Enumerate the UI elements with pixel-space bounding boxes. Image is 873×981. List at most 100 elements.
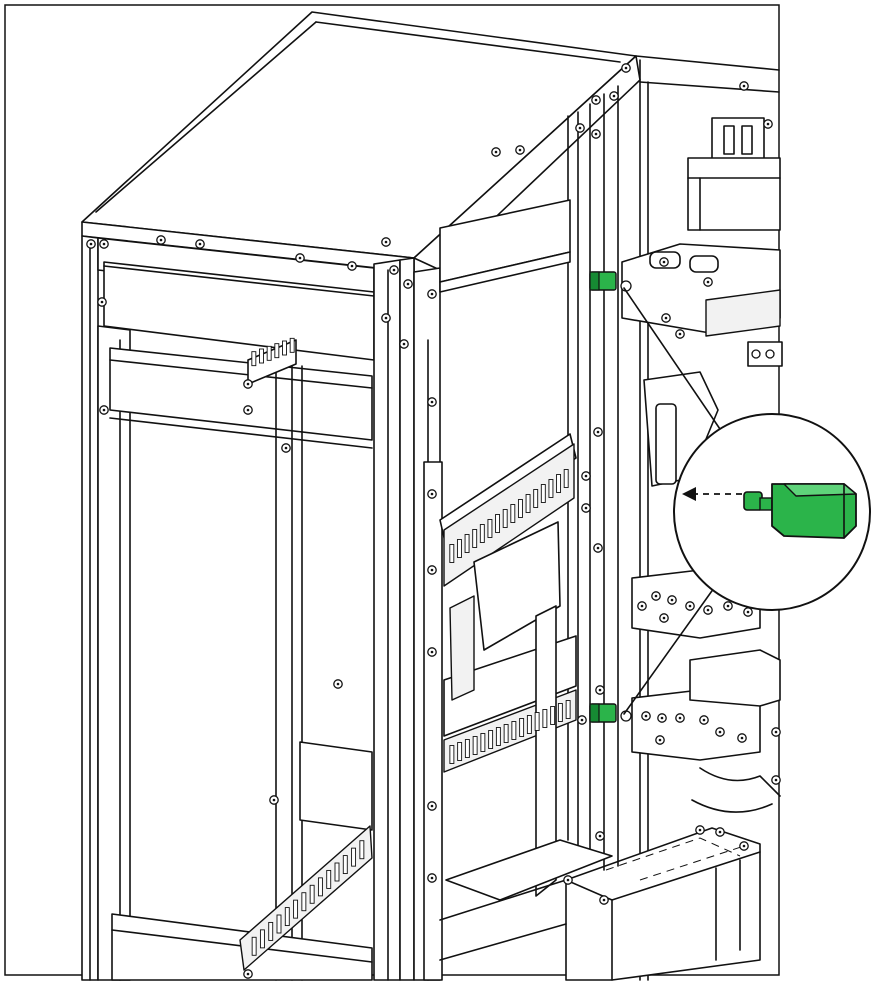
screw-center xyxy=(336,682,340,686)
screw-center xyxy=(746,610,750,614)
slot xyxy=(548,479,554,498)
slot xyxy=(495,514,501,533)
slot xyxy=(309,884,315,904)
slot xyxy=(268,921,274,941)
slot xyxy=(282,340,287,356)
slot xyxy=(533,489,539,508)
slot xyxy=(480,733,486,752)
slot xyxy=(511,721,517,740)
screw-center xyxy=(584,506,588,510)
screw-center xyxy=(602,898,606,902)
slot xyxy=(557,703,563,722)
slot xyxy=(510,504,516,523)
screw-center xyxy=(598,834,602,838)
screw-center xyxy=(406,282,410,286)
screw-center xyxy=(159,238,163,242)
slot xyxy=(342,855,348,875)
cabinet-frame xyxy=(81,11,641,981)
screw-center xyxy=(662,260,666,264)
screw-center xyxy=(272,798,276,802)
screw-center xyxy=(774,730,778,734)
screw-center xyxy=(518,148,522,152)
screw-center xyxy=(102,242,106,246)
screw-center xyxy=(766,122,770,126)
screw-center xyxy=(594,98,598,102)
slot xyxy=(317,877,323,897)
slot xyxy=(472,736,478,755)
screw-center xyxy=(658,738,662,742)
screw-center xyxy=(664,316,668,320)
screw-center xyxy=(566,878,570,882)
screw-center xyxy=(624,66,628,70)
screw-center xyxy=(430,568,434,572)
screw-center xyxy=(612,94,616,98)
screw-center xyxy=(584,474,588,478)
screw-center xyxy=(706,608,710,612)
slot xyxy=(565,700,571,719)
slot xyxy=(488,730,494,749)
slot xyxy=(550,706,556,725)
screw-center xyxy=(430,804,434,808)
screw-center xyxy=(742,844,746,848)
screw-center xyxy=(392,268,396,272)
slot xyxy=(542,709,548,728)
slot xyxy=(334,862,340,882)
screw-center xyxy=(678,716,682,720)
screw-center xyxy=(698,828,702,832)
slot xyxy=(519,718,525,737)
screw-center xyxy=(702,718,706,722)
slot xyxy=(563,469,569,488)
screw-center xyxy=(660,716,664,720)
slot xyxy=(464,739,470,758)
screw-center xyxy=(742,84,746,88)
slot xyxy=(359,840,365,860)
slot xyxy=(301,892,307,912)
slot xyxy=(495,727,501,746)
screw-center xyxy=(246,972,250,976)
slot xyxy=(556,474,562,493)
slot xyxy=(540,484,546,503)
slot xyxy=(479,524,485,543)
screw-center xyxy=(430,492,434,496)
screw-center xyxy=(718,830,722,834)
slot xyxy=(251,936,257,956)
green-pin-upper xyxy=(589,271,632,292)
slot xyxy=(525,494,531,513)
slot xyxy=(487,519,493,538)
screw-center xyxy=(654,594,658,598)
screw-center xyxy=(774,778,778,782)
screw-center xyxy=(198,242,202,246)
slot xyxy=(456,539,462,558)
screw-center xyxy=(640,604,644,608)
screw-center xyxy=(298,256,302,260)
slot xyxy=(449,544,455,563)
screw-center xyxy=(678,332,682,336)
screw-center xyxy=(384,316,388,320)
slot xyxy=(464,534,470,553)
screw-center xyxy=(596,430,600,434)
slot xyxy=(351,847,357,867)
screw-center xyxy=(246,408,250,412)
slot xyxy=(259,348,264,364)
callout-leader-lines xyxy=(623,287,723,715)
screw-center xyxy=(89,242,93,246)
screws xyxy=(86,63,781,979)
screw-center xyxy=(430,292,434,296)
slot xyxy=(276,914,282,934)
screw-center xyxy=(706,280,710,284)
screw-center xyxy=(670,598,674,602)
screw-center xyxy=(580,718,584,722)
slot xyxy=(251,351,257,367)
screw-center xyxy=(688,604,692,608)
slot xyxy=(274,343,280,359)
screw-center xyxy=(350,264,354,268)
slot xyxy=(457,742,463,761)
slot xyxy=(526,715,532,734)
screw-center xyxy=(644,714,648,718)
adjacent-cabinet xyxy=(565,55,783,981)
green-pin-lower xyxy=(589,703,632,723)
magnified-green-pin xyxy=(743,483,857,539)
callout-circle xyxy=(673,413,871,611)
